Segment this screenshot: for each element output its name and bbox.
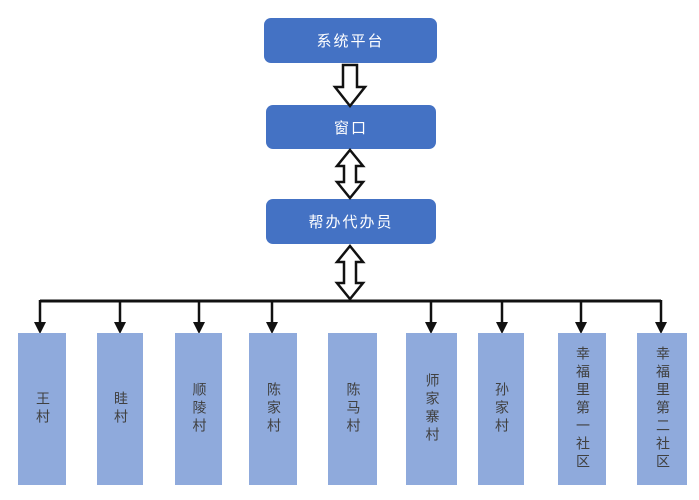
- village-box-wangcun: 王村: [18, 333, 66, 485]
- node-system-platform: 系统平台: [264, 18, 437, 63]
- node-agent: 帮办代办员: [266, 199, 436, 244]
- village-box-xingfuli-second: 幸福里第二社区: [637, 333, 687, 485]
- village-label: 幸福里第一社区: [574, 346, 590, 472]
- node-agent-label: 帮办代办员: [308, 213, 394, 231]
- village-box-xingfuli-first: 幸福里第一社区: [558, 333, 606, 485]
- village-label: 幸福里第二社区: [654, 346, 670, 472]
- village-box-shijiazhaicun: 师家寨村: [406, 333, 457, 485]
- branch-arrow-6: [425, 300, 437, 334]
- village-box-shunlingcun: 顺陵村: [175, 333, 222, 485]
- village-label: 孙家村: [493, 382, 509, 436]
- village-label: 顺陵村: [190, 382, 207, 436]
- branch-arrow-9: [655, 300, 667, 334]
- village-box-sunjiacun: 孙家村: [478, 333, 524, 485]
- branch-arrow-3: [193, 300, 205, 334]
- branch-tree: [34, 299, 667, 334]
- node-window-label: 窗口: [333, 118, 368, 137]
- branch-arrow-4: [266, 300, 278, 334]
- village-box-chenjiacun: 陈家村: [249, 333, 297, 485]
- village-box-suicun: 眭村: [97, 333, 143, 485]
- double-block-arrow-upper-icon: [334, 148, 366, 200]
- village-label: 眭村: [112, 391, 128, 427]
- branch-arrow-1: [34, 300, 46, 334]
- village-label: 陈马村: [344, 382, 361, 436]
- branch-arrow-2: [114, 300, 126, 334]
- node-window: 窗口: [266, 105, 436, 149]
- village-label: 陈家村: [265, 382, 281, 436]
- village-label: 王村: [34, 391, 50, 427]
- double-block-arrow-lower-icon: [334, 244, 366, 301]
- down-block-arrow-icon: [332, 63, 368, 109]
- branch-arrow-7: [496, 300, 508, 334]
- branch-arrow-8: [575, 300, 587, 334]
- village-label: 师家寨村: [423, 373, 440, 445]
- node-system-platform-label: 系统平台: [316, 32, 385, 50]
- village-box-chenmacun: 陈马村: [328, 333, 377, 485]
